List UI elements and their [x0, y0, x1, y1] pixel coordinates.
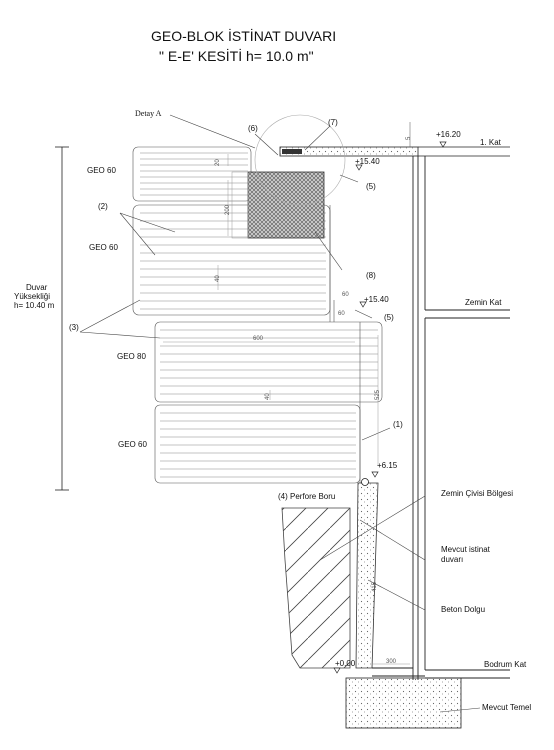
- elevation-615: +6.15: [377, 461, 398, 470]
- callout-5a: (5): [366, 182, 376, 191]
- perforated-pipe-label: (4) Perfore Boru: [278, 492, 336, 501]
- dim-5: 5: [406, 136, 412, 140]
- wall-facing: [329, 205, 361, 483]
- callout-6: (6): [248, 124, 258, 133]
- dim-60b: 60: [338, 311, 345, 317]
- dimension-lines: [163, 154, 410, 665]
- geo60-mid-block: [132, 204, 331, 316]
- leader-lines: [79, 114, 481, 713]
- wall-height-line2: Yüksekliği: [14, 292, 51, 301]
- existing-retaining-wall: [355, 482, 379, 669]
- callout-7: (7): [328, 118, 338, 127]
- elevation-1540-top: +15.40: [355, 157, 380, 166]
- geo60-top-label: GEO 60: [87, 166, 116, 175]
- elevation-1620: +16.20: [436, 130, 461, 139]
- geo60-bottom-block: [154, 404, 361, 484]
- callout-5b: (5): [384, 313, 394, 322]
- dim-20: 20: [215, 159, 221, 166]
- detay-a-label: Detay A: [135, 109, 162, 118]
- ground-floor-label: Zemin Kat: [465, 298, 502, 307]
- geo60-top-block: [132, 146, 252, 202]
- basement-floor-label: Bodrum Kat: [484, 660, 527, 669]
- perforated-pipe: [361, 478, 369, 486]
- dim-300: 300: [386, 659, 397, 665]
- dim-415: 415: [372, 581, 378, 592]
- wall-height-line3: h= 10.40 m: [14, 301, 55, 310]
- detail-a-zone: [247, 171, 325, 239]
- floor-1-label: 1. Kat: [480, 138, 501, 147]
- callout-8: (8): [366, 271, 376, 280]
- soil-nail-zone-label: Zemin Çivisi Bölgesi: [441, 489, 514, 498]
- detail-a-circle: [254, 114, 346, 206]
- building-columns: [372, 156, 510, 680]
- title-line2: " E-E' KESİTİ h= 10.0 m": [159, 48, 314, 64]
- geo60-mid-label: GEO 60: [89, 243, 118, 252]
- soil-nail-zone: [281, 507, 351, 669]
- wall-height-line1: Duvar: [26, 283, 48, 292]
- existing-foundation: [345, 677, 462, 729]
- concrete-fill-label: Beton Dolgu: [441, 605, 486, 614]
- dim-60: 60: [342, 292, 349, 298]
- existing-wall-label-1: Mevcut istinat: [441, 545, 490, 554]
- callout-1: (1): [393, 420, 403, 429]
- title-line1: GEO-BLOK İSTİNAT DUVARI: [151, 28, 337, 44]
- dim-40b: 40: [265, 393, 271, 400]
- callout-2: (2): [98, 202, 108, 211]
- dim-525: 525: [375, 389, 381, 400]
- wall-height-dimension: [55, 146, 69, 491]
- elevation-1540-mid: +15.40: [364, 295, 389, 304]
- existing-wall-label-2: duvarı: [441, 555, 464, 564]
- existing-foundation-label: Mevcut Temel: [482, 703, 532, 712]
- callout-3: (3): [69, 323, 79, 332]
- geo80-label: GEO 80: [117, 352, 146, 361]
- dim-40a: 40: [215, 275, 221, 282]
- elevation-markers: [333, 141, 447, 674]
- dim-200: 200: [225, 204, 231, 215]
- top-slab: [279, 122, 510, 157]
- geo60-bottom-label: GEO 60: [118, 440, 147, 449]
- geo80-block: [154, 321, 383, 403]
- elevation-000: +0.00: [335, 659, 356, 668]
- dim-600: 600: [253, 336, 264, 342]
